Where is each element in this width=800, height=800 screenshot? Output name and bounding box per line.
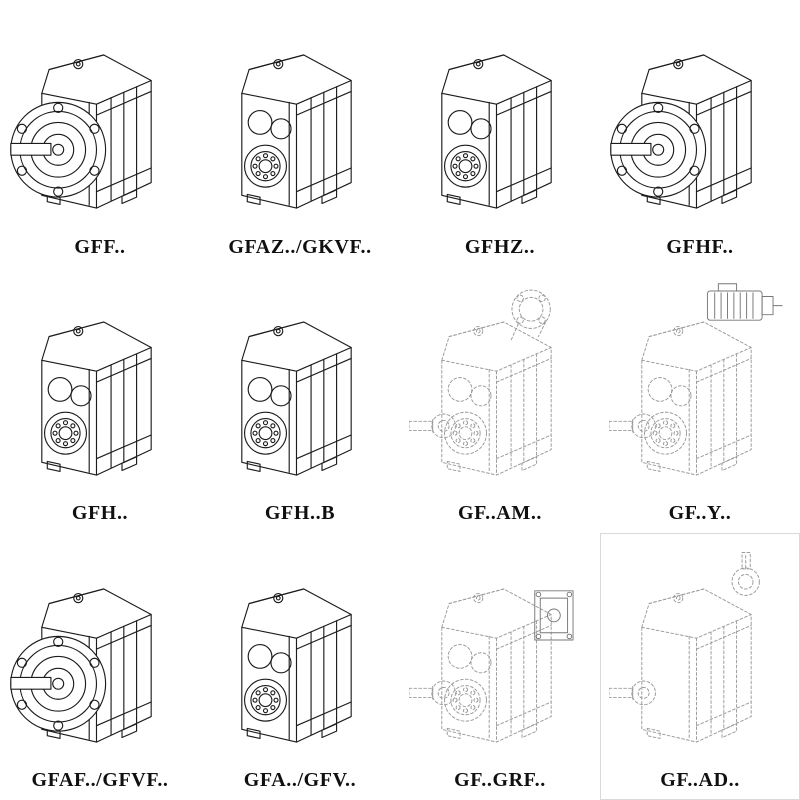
gearbox-model-label: GFF..	[74, 235, 126, 258]
gearbox-drawing	[402, 270, 598, 501]
gearbox-model-label: GFA../GFV..	[243, 768, 357, 791]
gearbox-isometric-icon	[9, 540, 191, 764]
gearbox-model-label: GF..Y..	[668, 502, 732, 525]
gearbox-isometric-icon	[9, 6, 191, 230]
gearbox-isometric-icon	[209, 6, 391, 230]
gearbox-drawing	[602, 3, 798, 234]
gearbox-drawing	[602, 270, 798, 501]
gearbox-drawing	[2, 536, 198, 767]
gearbox-cell: GFA../GFV..	[200, 533, 400, 800]
gearbox-cell: GF..AM..	[400, 267, 600, 534]
gearbox-model-label: GFH..B	[264, 502, 336, 525]
gearbox-model-label: GF..AM..	[457, 502, 543, 525]
gearbox-isometric-icon	[609, 540, 791, 764]
gearbox-isometric-icon	[209, 540, 391, 764]
gearbox-drawing	[2, 270, 198, 501]
gearbox-isometric-icon	[609, 273, 791, 497]
gearbox-cell: GFH..	[0, 267, 200, 534]
gearbox-isometric-icon	[609, 6, 791, 230]
gearbox-model-label: GFHZ..	[464, 235, 536, 258]
gearbox-drawing	[202, 270, 398, 501]
gearbox-cell: GFAZ../GKVF..	[200, 0, 400, 267]
gearbox-isometric-icon	[209, 273, 391, 497]
gearbox-drawing	[202, 3, 398, 234]
gearbox-cell: GF..AD..	[600, 533, 800, 800]
gearbox-drawing	[2, 3, 198, 234]
gearbox-isometric-icon	[409, 540, 591, 764]
gearbox-isometric-icon	[409, 6, 591, 230]
gearbox-isometric-icon	[409, 273, 591, 497]
gearbox-cell: GFH..B	[200, 267, 400, 534]
gearbox-drawing	[402, 536, 598, 767]
gearbox-cell: GFF..	[0, 0, 200, 267]
gearbox-model-label: GFHF..	[666, 235, 734, 258]
gearbox-drawing	[202, 536, 398, 767]
gearbox-cell: GF..Y..	[600, 267, 800, 534]
gearbox-model-label: GFH..	[71, 502, 129, 525]
gearbox-drawing	[402, 3, 598, 234]
gearbox-model-label: GFAZ../GKVF..	[228, 235, 372, 258]
gearbox-cell: GFAF../GFVF..	[0, 533, 200, 800]
gearbox-model-label: GF..GRF..	[454, 768, 546, 791]
gearbox-cell: GFHZ..	[400, 0, 600, 267]
gearbox-drawing	[602, 536, 798, 767]
gearbox-cell: GFHF..	[600, 0, 800, 267]
gearbox-isometric-icon	[9, 273, 191, 497]
gearbox-cell: GF..GRF..	[400, 533, 600, 800]
gearbox-model-label: GFAF../GFVF..	[31, 768, 169, 791]
gearbox-model-label: GF..AD..	[660, 768, 740, 791]
